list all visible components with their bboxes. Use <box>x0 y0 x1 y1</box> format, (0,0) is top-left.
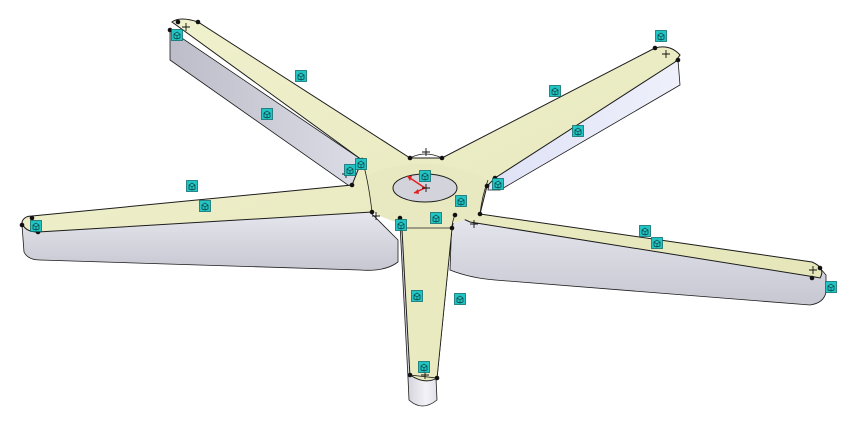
cube-feature-icon[interactable] <box>30 220 42 232</box>
cube-feature-icon[interactable] <box>261 108 273 120</box>
cube-feature-icon[interactable] <box>549 85 561 97</box>
cube-feature-icon[interactable] <box>455 195 467 207</box>
plus-cross-icon <box>182 23 190 31</box>
cube-feature-icon[interactable] <box>430 212 442 224</box>
vertex-point <box>29 215 35 221</box>
cube-feature-icon[interactable] <box>418 361 430 373</box>
cube-feature-icon[interactable] <box>492 178 504 190</box>
cube-feature-icon[interactable] <box>171 29 183 41</box>
plus-cross-icon <box>470 220 478 228</box>
vertex-point <box>175 19 181 25</box>
cube-feature-icon[interactable] <box>651 237 663 249</box>
vertex-point <box>349 182 355 188</box>
vertex-point <box>195 19 201 25</box>
plus-cross-icon <box>422 148 430 156</box>
vertex-point <box>407 155 413 161</box>
vertex-point <box>809 275 815 281</box>
vertex-point <box>439 155 445 161</box>
origin-triad-icon <box>406 175 426 194</box>
plus-cross-icon <box>372 212 380 220</box>
cube-feature-icon[interactable] <box>295 70 307 82</box>
vertex-point <box>19 222 25 228</box>
plus-cross-icon <box>809 266 817 274</box>
cube-feature-icon[interactable] <box>355 158 367 170</box>
vertex-point <box>369 209 375 215</box>
vertex-point <box>407 372 413 378</box>
cube-feature-icon[interactable] <box>199 200 211 212</box>
plus-cross-icon <box>662 50 670 58</box>
cube-feature-icon[interactable] <box>411 290 423 302</box>
vertex-point <box>817 265 823 271</box>
cube-feature-icon[interactable] <box>419 170 431 182</box>
cube-feature-icon[interactable] <box>344 164 356 176</box>
vertex-point <box>477 211 483 217</box>
plus-cross-icon <box>422 184 430 192</box>
cube-feature-icon[interactable] <box>825 281 837 293</box>
cube-feature-icon[interactable] <box>454 293 466 305</box>
vertex-point <box>434 375 440 381</box>
vertex-point <box>675 57 681 63</box>
bottom-arm-top-face <box>401 227 453 379</box>
cube-feature-icon[interactable] <box>639 225 651 237</box>
vertex-point <box>449 225 455 231</box>
feature-markers[interactable] <box>30 29 837 373</box>
cube-feature-icon[interactable] <box>186 180 198 192</box>
vertex-point <box>484 183 490 189</box>
vertex-point <box>652 45 658 51</box>
top-faces <box>21 18 823 382</box>
cube-feature-icon[interactable] <box>655 30 667 42</box>
vertex-point <box>452 212 458 218</box>
cube-feature-icon[interactable] <box>395 219 407 231</box>
cube-feature-icon[interactable] <box>572 125 584 137</box>
